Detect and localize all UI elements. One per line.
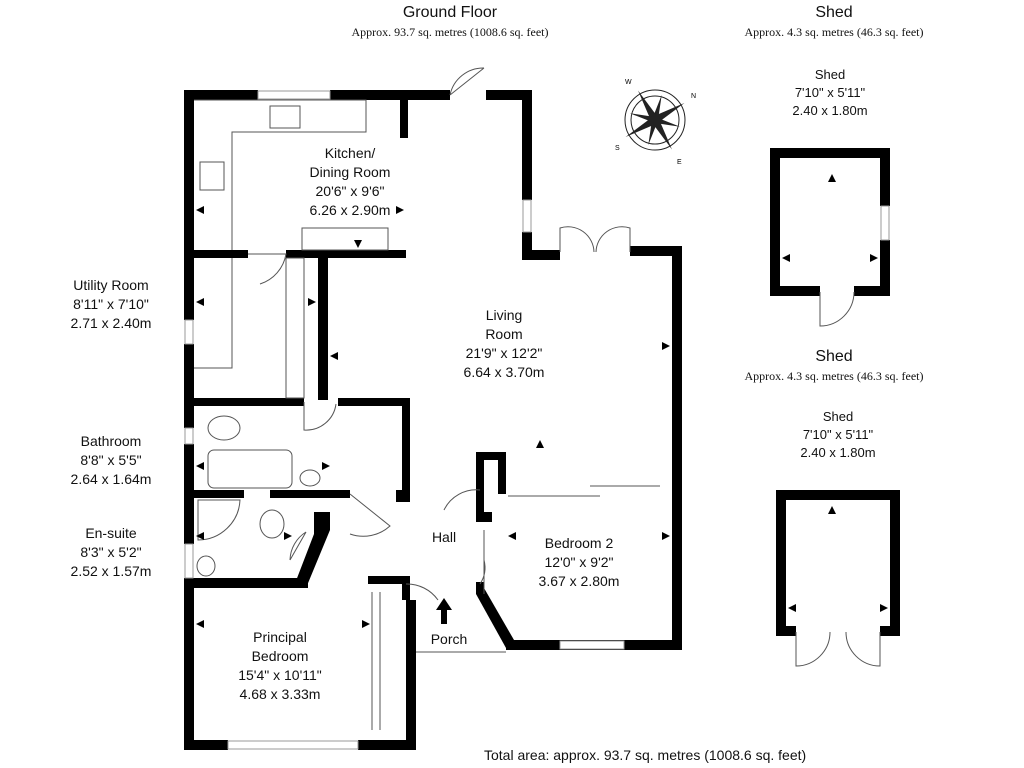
shed-2-name: Shed bbox=[822, 409, 854, 424]
dimension-markers bbox=[196, 174, 888, 628]
compass-e: E bbox=[677, 159, 682, 166]
compass-w: W bbox=[625, 79, 632, 86]
principal-bedroom-label: Principal Bedroom 15'4" x 10'11" 4.68 x … bbox=[220, 628, 340, 704]
utility-room-label: Utility Room 8'11" x 7'10" 2.71 x 2.40m bbox=[56, 276, 166, 333]
living-metric: 6.64 x 3.70m bbox=[463, 364, 545, 380]
bathroom-metric: 2.64 x 1.64m bbox=[70, 471, 152, 487]
porch-name: Porch bbox=[430, 631, 468, 647]
bedroom-2-metric: 3.67 x 2.80m bbox=[538, 573, 620, 589]
shed-1-header: Shed Approx. 4.3 sq. metres (46.3 sq. fe… bbox=[700, 4, 968, 40]
bedroom-2-name: Bedroom 2 bbox=[544, 535, 614, 551]
entrance-arrow bbox=[436, 598, 452, 624]
kitchen-metric: 6.26 x 2.90m bbox=[309, 202, 391, 218]
ensuite-metric: 2.52 x 1.57m bbox=[70, 563, 152, 579]
ground-floor-header: Ground Floor Approx. 93.7 sq. metres (10… bbox=[300, 4, 600, 40]
kitchen-name-2: Dining Room bbox=[309, 164, 391, 180]
shed-2-imperial: 7'10" x 5'11" bbox=[802, 427, 874, 442]
shed-2-plan bbox=[776, 490, 900, 667]
living-room-label: Living Room 21'9" x 12'2" 6.64 x 3.70m bbox=[444, 306, 564, 382]
living-name-1: Living bbox=[485, 307, 523, 323]
bedroom-2-imperial: 12'0" x 9'2" bbox=[544, 554, 614, 570]
doors bbox=[248, 67, 660, 730]
utility-imperial: 8'11" x 7'10" bbox=[73, 296, 149, 312]
principal-name-1: Principal bbox=[253, 629, 307, 645]
shed-1-metric: 2.40 x 1.80m bbox=[792, 103, 868, 118]
shed-2-metric: 2.40 x 1.80m bbox=[800, 445, 876, 460]
compass-rose: N W S E bbox=[615, 79, 696, 166]
hall-label: Hall bbox=[424, 528, 464, 547]
compass-s: S bbox=[615, 145, 620, 152]
ground-floor-area: Approx. 93.7 sq. metres (1008.6 sq. feet… bbox=[351, 25, 549, 39]
principal-name-2: Bedroom bbox=[251, 648, 309, 664]
compass-n: N bbox=[691, 93, 696, 100]
fixtures bbox=[194, 99, 506, 653]
principal-metric: 4.68 x 3.33m bbox=[239, 686, 321, 702]
living-name-2: Room bbox=[485, 326, 523, 342]
principal-imperial: 15'4" x 10'11" bbox=[238, 667, 322, 683]
utility-metric: 2.71 x 2.40m bbox=[70, 315, 152, 331]
kitchen-label: Kitchen/ Dining Room 20'6" x 9'6" 6.26 x… bbox=[290, 144, 410, 220]
shed-2-area: Approx. 4.3 sq. metres (46.3 sq. feet) bbox=[744, 369, 924, 383]
ground-floor-title: Ground Floor bbox=[402, 4, 498, 21]
shed-1-imperial: 7'10" x 5'11" bbox=[794, 85, 866, 100]
windows bbox=[184, 90, 625, 750]
ensuite-name: En-suite bbox=[85, 525, 137, 541]
shed-1-area: Approx. 4.3 sq. metres (46.3 sq. feet) bbox=[744, 25, 924, 39]
bathroom-imperial: 8'8" x 5'5" bbox=[80, 452, 142, 468]
interior-walls bbox=[184, 100, 506, 600]
kitchen-imperial: 20'6" x 9'6" bbox=[315, 183, 385, 199]
shed-1-room-label: Shed 7'10" x 5'11" 2.40 x 1.80m bbox=[770, 66, 890, 120]
bathroom-label: Bathroom 8'8" x 5'5" 2.64 x 1.64m bbox=[56, 432, 166, 489]
kitchen-name-1: Kitchen/ bbox=[324, 145, 376, 161]
hall-name: Hall bbox=[431, 529, 457, 545]
ensuite-imperial: 8'3" x 5'2" bbox=[80, 544, 142, 560]
bathroom-name: Bathroom bbox=[80, 433, 142, 449]
shed-1-plan bbox=[770, 148, 890, 327]
shed-2-room-label: Shed 7'10" x 5'11" 2.40 x 1.80m bbox=[776, 408, 900, 462]
living-imperial: 21'9" x 12'2" bbox=[465, 345, 543, 361]
ensuite-label: En-suite 8'3" x 5'2" 2.52 x 1.57m bbox=[56, 524, 166, 581]
porch-label: Porch bbox=[422, 630, 476, 649]
total-area: Total area: approx. 93.7 sq. metres (100… bbox=[484, 747, 807, 763]
shed-2-header: Shed Approx. 4.3 sq. metres (46.3 sq. fe… bbox=[700, 348, 968, 384]
shed-1-title: Shed bbox=[815, 4, 853, 21]
utility-name: Utility Room bbox=[73, 277, 149, 293]
shed-2-title: Shed bbox=[815, 348, 853, 365]
bedroom-2-label: Bedroom 2 12'0" x 9'2" 3.67 x 2.80m bbox=[524, 534, 634, 591]
shed-1-name: Shed bbox=[814, 67, 846, 82]
